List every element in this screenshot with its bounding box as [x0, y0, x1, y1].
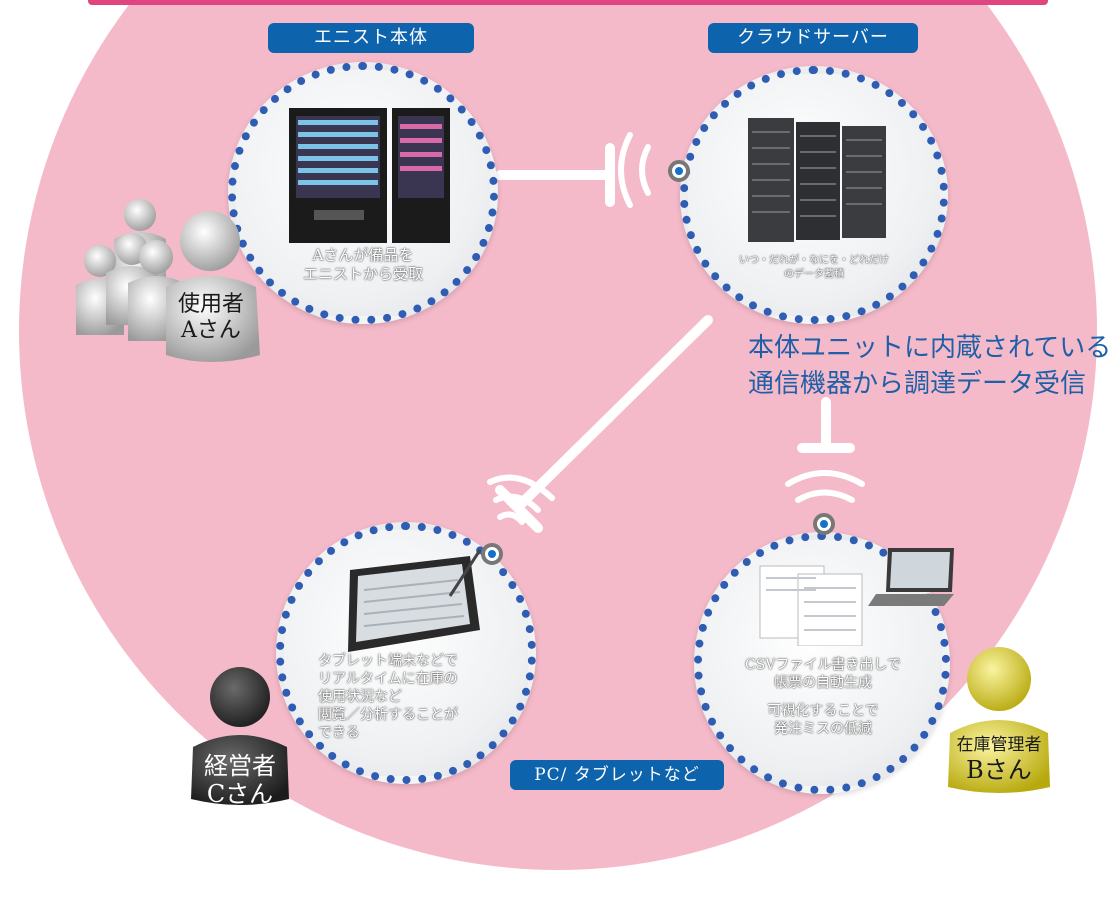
pc-tablet-tag: PC/ タブレットなど — [510, 760, 724, 790]
laptop-icon — [759, 548, 954, 646]
cloud-server-caption: いつ・だれが・なにを・どれだけ のデータ蓄積 — [739, 255, 889, 280]
pc-wireless-dot — [813, 513, 835, 535]
manager-person-icon — [948, 647, 1050, 793]
tablet-node: タブレット端末などで リアルタイムに在庫の 使用状況など 閲覧／分析することが … — [276, 522, 536, 784]
cloud-server-node: いつ・だれが・なにを・どれだけ のデータ蓄積 — [680, 66, 948, 324]
vending-machine-icon — [289, 108, 450, 243]
wave-tablet-3 — [497, 511, 525, 525]
link-cloud-tablet — [515, 315, 713, 510]
top-accent-bar — [88, 0, 1048, 5]
executive-person-icon — [191, 667, 289, 805]
wave-pc-2 — [795, 489, 855, 503]
tablet-wireless-dot — [481, 543, 503, 565]
enist-tag: エニスト本体 — [268, 23, 474, 53]
server-rack-icon — [748, 118, 886, 242]
manager-b-label: 在庫管理者 Bさん — [956, 735, 1042, 784]
enist-caption: Aさんが備品を エニストから受取 — [302, 246, 423, 283]
wave-pc-1 — [785, 470, 865, 487]
tablet-caption: タブレット端末などで リアルタイムに在庫の 使用状況など 閲覧／分析することが … — [318, 653, 458, 741]
user-group-icon — [76, 199, 260, 362]
tablet-icon — [348, 549, 482, 652]
wave-cloud-1 — [618, 132, 633, 208]
wave-cloud-2 — [639, 144, 651, 196]
pc-node: CSVファイル書き出しで 帳票の自動生成 可視化することで 発注ミスの低減 — [694, 532, 954, 794]
cloud-server-tag: クラウドサーバー — [708, 23, 918, 53]
wave-tablet-2 — [493, 493, 541, 513]
user-a-label: 使用者 Aさん — [177, 292, 244, 343]
cloud-wireless-dot — [668, 160, 690, 182]
wave-tablet-1 — [487, 474, 555, 501]
enist-node: Aさんが備品を エニストから受取 — [228, 62, 498, 324]
executive-c-label: 経営者 Cさん — [204, 752, 276, 808]
network-note: 本体ユニットに内蔵されている 通信機器から調達データ受信 — [748, 333, 1112, 399]
pc-caption: CSVファイル書き出しで 帳票の自動生成 可視化することで 発注ミスの低減 — [745, 657, 901, 737]
wireless-waves — [487, 132, 865, 525]
